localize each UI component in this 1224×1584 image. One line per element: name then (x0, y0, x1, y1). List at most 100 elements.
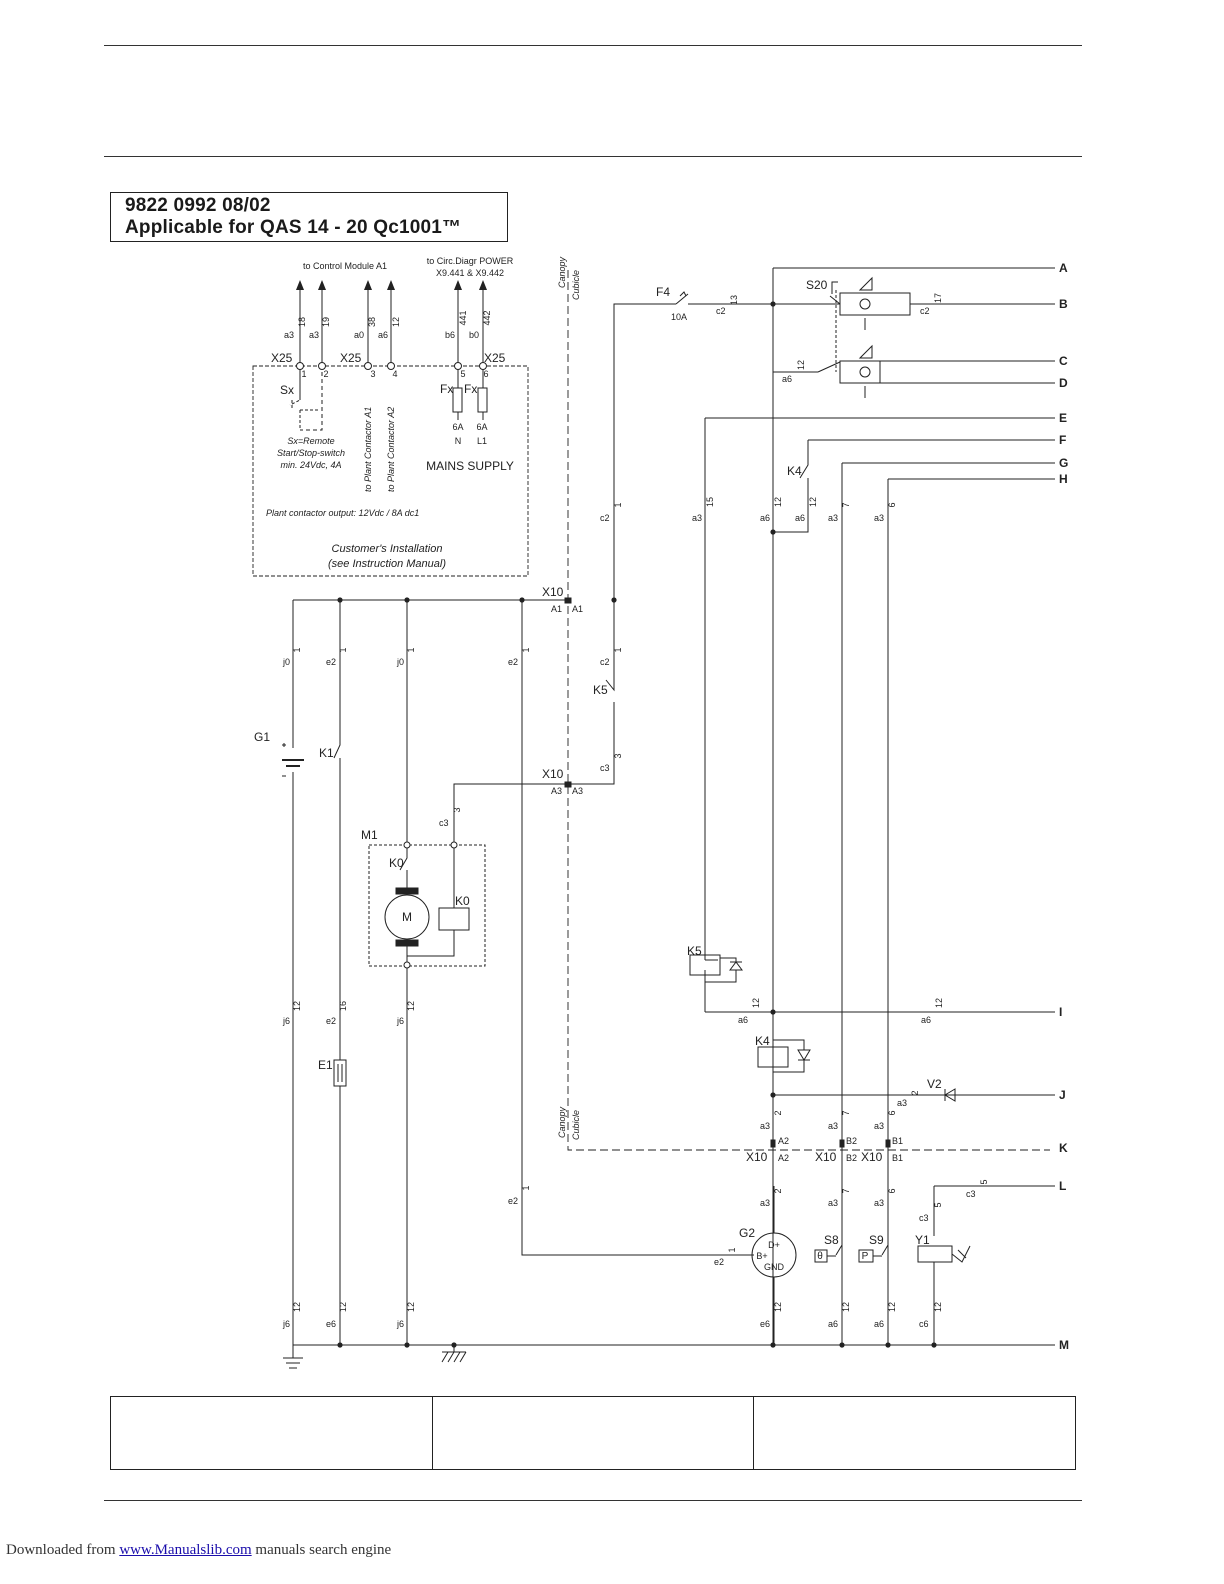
diagram-label: a6 (795, 513, 805, 523)
diagram-label: I (1059, 1005, 1062, 1019)
diagram-label: c3 (966, 1189, 976, 1199)
diagram-label: 3 (452, 807, 462, 812)
diagram-label: B1 (892, 1153, 903, 1163)
wire-c3-to-m1 (453, 783, 567, 845)
diagram-label: a3 (284, 330, 294, 340)
diagram-label: 12 (773, 1302, 783, 1312)
diagram-label: Start/Stop-switch (277, 448, 345, 458)
credit-suffix: manuals search engine (251, 1542, 392, 1558)
diagram-label: 6A (476, 422, 487, 432)
diagram-label: V2 (927, 1077, 942, 1091)
diagram-label: c2 (920, 306, 930, 316)
diagram-label: X10 (815, 1150, 837, 1164)
diagram-label: 1 (521, 647, 531, 652)
diagram-label: A3 (551, 786, 562, 796)
diagram-label: M (402, 910, 412, 924)
diagram-label: a3 (309, 330, 319, 340)
s20-switch-blade (817, 281, 841, 373)
fx-fuse-n (452, 387, 463, 413)
diagram-label: a6 (782, 374, 792, 384)
diagram-label: e2 (326, 1016, 336, 1026)
diagram-label: 3 (370, 369, 375, 379)
diagram-label: B1 (892, 1136, 903, 1146)
diagram-label: e6 (760, 1319, 770, 1329)
diagram-label: Canopy (557, 256, 567, 288)
diagram-label: A (1059, 261, 1068, 275)
m1-term-2 (450, 841, 458, 849)
download-credit: Downloaded from www.Manualslib.com manua… (6, 1542, 391, 1559)
m1-term-3 (403, 961, 411, 969)
revision-table (110, 1396, 1076, 1470)
s20-position-0-top (859, 298, 871, 310)
diagram-label: Cubicle (571, 1110, 581, 1140)
applicability-note: Applicable for QAS 14 - 20 Qc1001™ (125, 217, 462, 238)
ground-symbol (283, 1345, 303, 1369)
credit-prefix: Downloaded from (6, 1542, 120, 1558)
diagram-label: a3 (828, 513, 838, 523)
m1-housing (368, 844, 486, 967)
header-bottom-rule (104, 156, 1082, 157)
manualslib-link[interactable]: www.Manualslib.com (119, 1542, 252, 1558)
diagram-label: a6 (921, 1015, 931, 1025)
diagram-label: c2 (600, 657, 610, 667)
diagram-label: N (455, 436, 462, 446)
diagram-label: 2 (773, 1110, 783, 1115)
diagram-label: a6 (738, 1015, 748, 1025)
diagram-label: 6 (483, 369, 488, 379)
diagram-label: a6 (378, 330, 388, 340)
diagram-label: Canopy (557, 1106, 567, 1138)
diagram-label: X9.441 & X9.442 (436, 268, 504, 278)
wire-s20-second (772, 304, 818, 1345)
diagram-label: e6 (326, 1319, 336, 1329)
motor-brush-top (395, 887, 419, 895)
diagram-label: J (1059, 1088, 1066, 1102)
e1-heater (333, 1059, 347, 1087)
diagram-label: Customer's Installation (332, 543, 443, 555)
motor-armature (384, 894, 430, 940)
diagram-label: D (1059, 376, 1068, 390)
diagram-label: 2 (910, 1090, 920, 1095)
wire-k5-contact (567, 600, 615, 785)
diagram-label: 12 (751, 998, 761, 1008)
s20-actuator-bottom (839, 360, 881, 384)
diagram-label: 441 (458, 310, 468, 325)
diagram-label: H (1059, 472, 1068, 486)
s9-switch (858, 1244, 889, 1263)
diagram-label: Cubicle (571, 270, 581, 300)
diagram-label: B (1059, 297, 1068, 311)
chassis-ground-symbol (441, 1345, 467, 1363)
diagram-label: a3 (828, 1121, 838, 1131)
diagram-label: Sx=Remote (287, 436, 334, 446)
diagram-label: G1 (254, 730, 270, 744)
diagram-label: M (1059, 1338, 1069, 1352)
diagram-label: B2 (846, 1153, 857, 1163)
diagram-label: 5 (933, 1202, 943, 1207)
diagram-label: 12 (796, 360, 806, 370)
diagram-label: X25 (271, 351, 293, 365)
junction-dots (337, 301, 937, 1348)
v2-diode (773, 1088, 956, 1102)
document-number: 9822 0992 08/02 (125, 195, 271, 216)
sx-dashed-link (300, 372, 323, 431)
arrow-x25-3 (364, 280, 372, 290)
diagram-label: 2 (323, 369, 328, 379)
motor-brush-bottom (395, 939, 419, 947)
diagram-label: GND (764, 1262, 785, 1272)
diagram-label: E1 (318, 1058, 333, 1072)
diagram-label: K (1059, 1141, 1068, 1155)
diagram-label: to Circ.Diagr POWER (427, 256, 514, 266)
diagram-label: a3 (874, 1121, 884, 1131)
diagram-label: 1 (406, 647, 416, 652)
diagram-label: K0 (389, 856, 404, 870)
diagram-label: 1 (521, 1185, 531, 1190)
canopy-cubicle-boundary (567, 270, 1050, 1151)
diagram-label: 19 (321, 317, 331, 327)
wiring (252, 267, 1055, 1369)
m1-term-1 (403, 841, 411, 849)
diagram-label: A2 (778, 1136, 789, 1146)
diagram-label: X10 (746, 1150, 768, 1164)
diagram-label: a6 (760, 513, 770, 523)
diagram-label: 1 (292, 647, 302, 652)
diagram-label: E (1059, 411, 1067, 425)
